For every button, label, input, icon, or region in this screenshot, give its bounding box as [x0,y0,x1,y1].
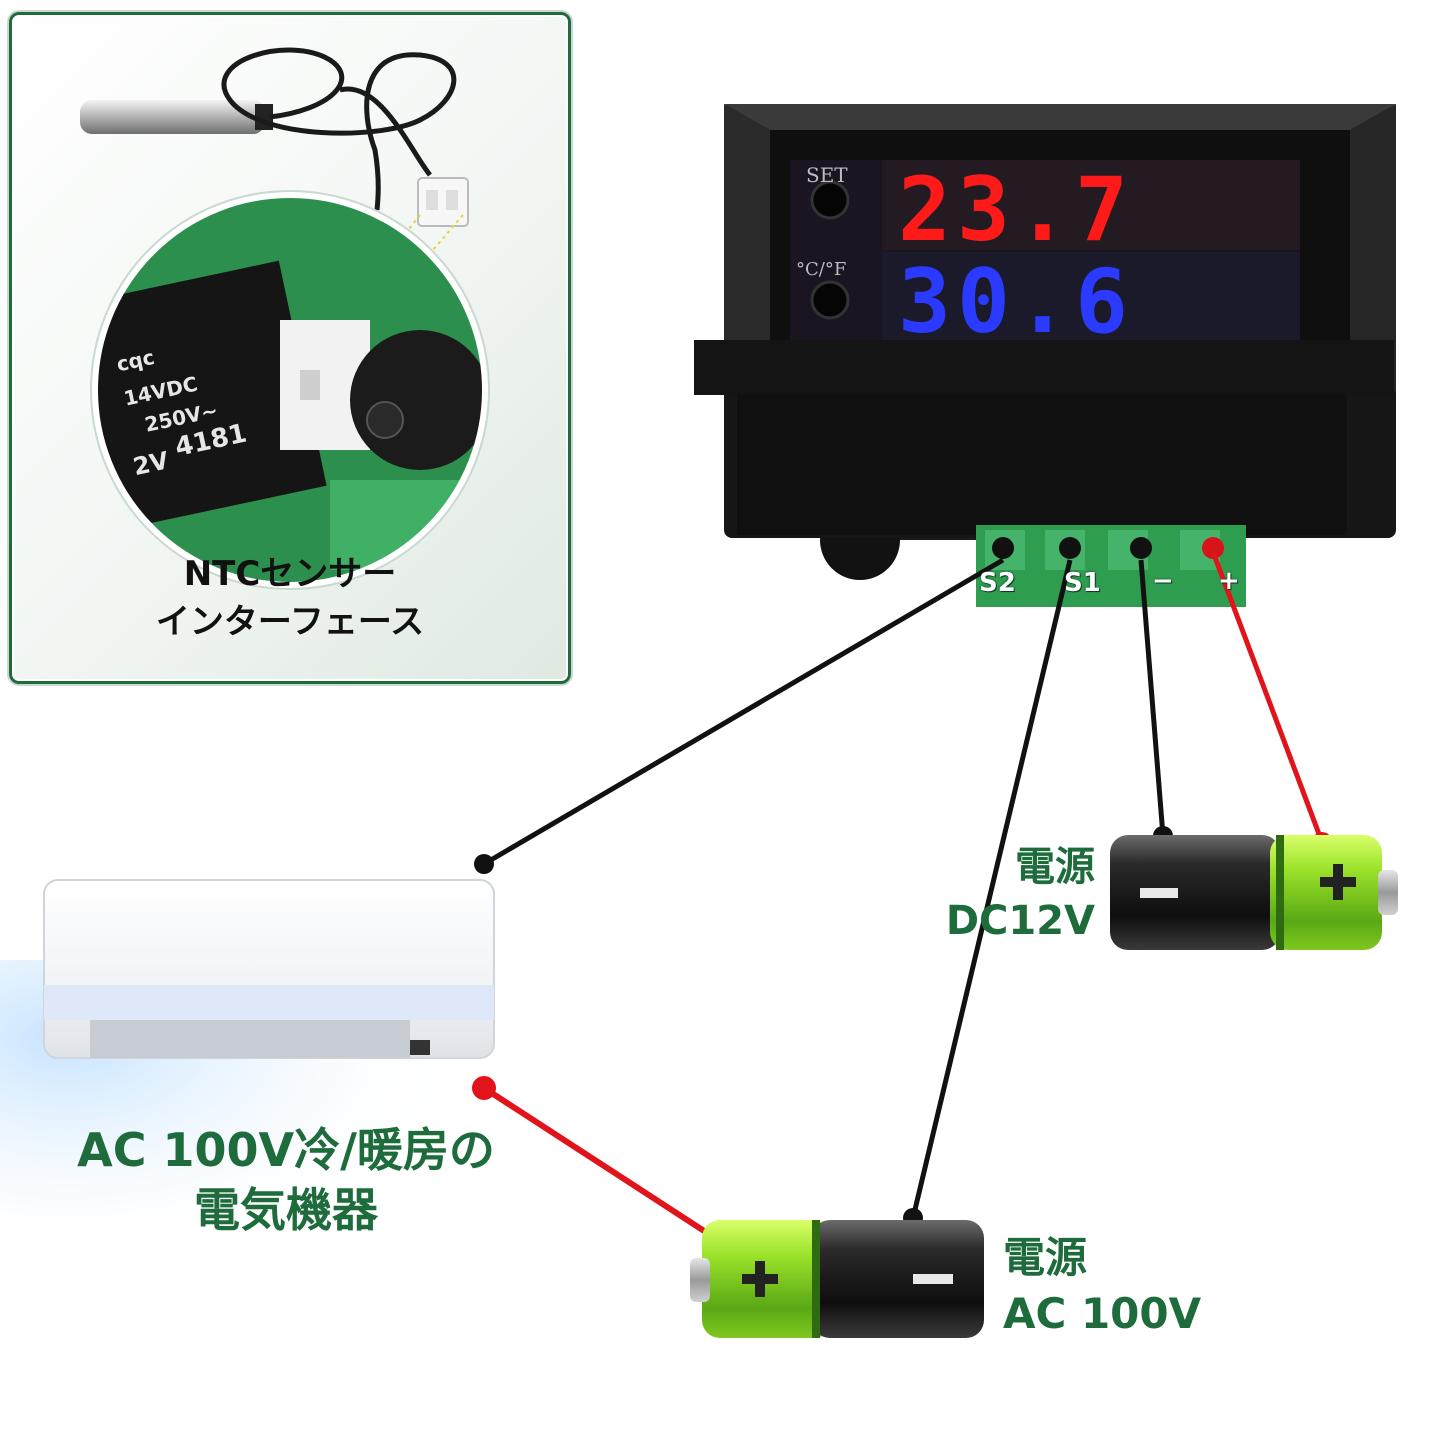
ntc-probe [80,47,469,227]
battery-ac100v [690,1220,984,1338]
terminal-label-s1: S1 [1064,568,1101,598]
thermostat-controller [694,104,1396,607]
unit-button-label: °C/°F [796,259,846,280]
dc-supply-label-line: 電源 [1015,844,1095,890]
appliance-label: AC 100V冷/暖房の 電気機器 [36,1120,536,1240]
display-bottom-readout: 30.6 [898,250,1134,353]
caption-line: NTCセンサー [183,554,397,594]
ntc-interface-caption: NTCセンサー インターフェース [9,550,571,646]
battery-dc12v [1110,835,1398,950]
dc-supply-label: 電源 DC12V [930,840,1095,948]
terminal-label-negative: − [1152,566,1174,596]
wires [472,551,1332,1252]
air-conditioner [0,879,495,1220]
ac-supply-label-line: AC 100V [1003,1289,1202,1338]
appliance-label-line: 電気機器 [194,1183,378,1237]
appliance-label-line: AC 100V冷/暖房の [77,1123,495,1177]
magnified-circuit-circle [90,190,490,590]
display-top-readout: 23.7 [898,158,1134,261]
ac-supply-label: 電源 AC 100V [1003,1230,1201,1342]
ac-supply-label-line: 電源 [1003,1233,1088,1282]
set-button-label: SET [806,163,848,187]
terminal-label-s2: S2 [979,568,1016,598]
dc-supply-label-line: DC12V [945,898,1095,944]
caption-line: インターフェース [155,602,425,642]
terminal-label-positive: + [1218,566,1240,596]
